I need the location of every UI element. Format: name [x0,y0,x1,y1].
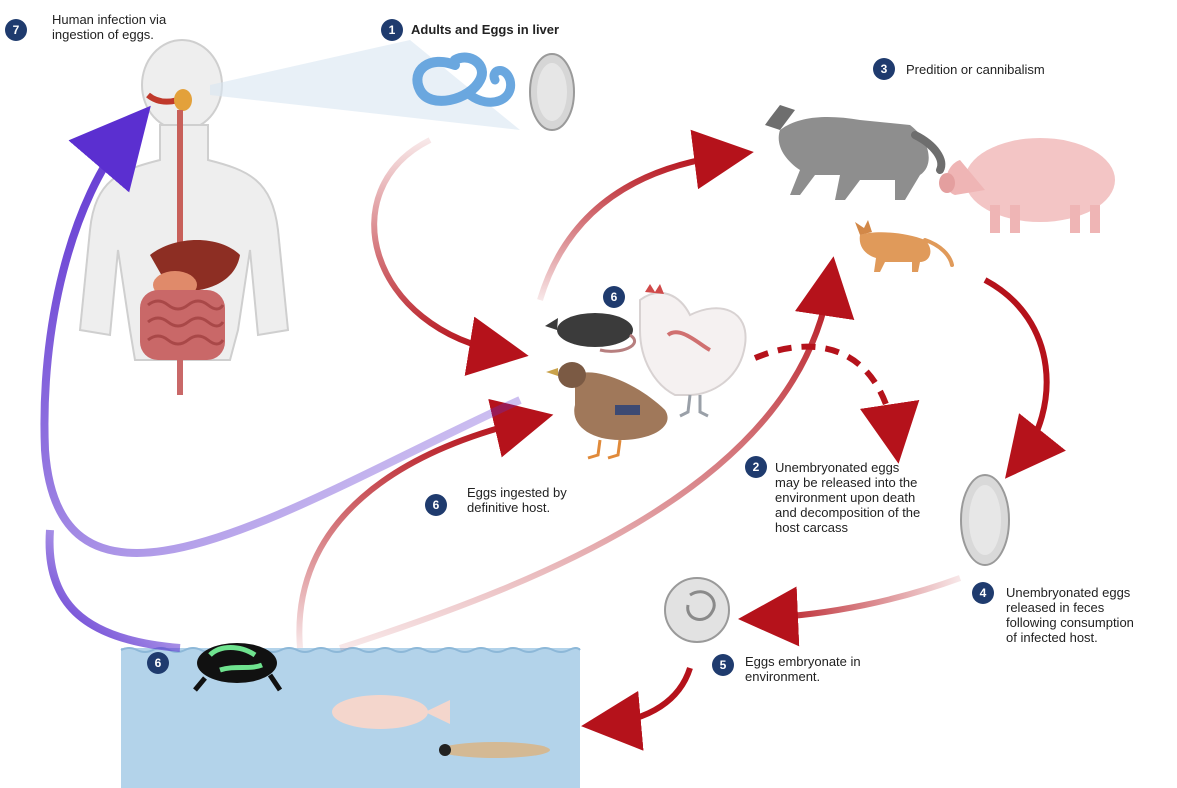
step-5-label: Eggs embryonate in environment. [745,654,893,684]
step-badge-4: 4 [972,582,994,604]
step-2-line5: host carcass [775,520,951,535]
step-6-label: Eggs ingested by definitive host. [467,485,613,515]
rat-icon [545,313,635,351]
step-badge-2: 2 [745,456,767,478]
step-6-line1: Eggs ingested by [467,485,613,500]
arrow-predators-to-egg [985,280,1047,460]
arrow-embryonated-to-water [605,668,690,724]
step-2-line1: Unembryonated eggs [775,460,951,475]
arrow-hosts-to-predators [540,155,730,300]
arrow-dashed-carcass [755,347,895,440]
step-4-label: Unembryonated eggs released in feces fol… [1006,585,1172,645]
step-3-label: Predition or cannibalism [906,62,1045,77]
duck-icon [546,362,668,458]
step-badge-6-water: 6 [147,652,169,674]
step-7-line1: Human infection via [52,12,212,27]
pig-icon [939,138,1115,233]
step-1-label: Adults and Eggs in liver [411,22,559,37]
step-4-line3: following consumption [1006,615,1172,630]
step-badge-6-hosts: 6 [603,286,625,308]
step-badge-5: 5 [712,654,734,676]
step-7-line2: ingestion of eggs. [52,27,212,42]
step-2-line2: may be released into the [775,475,951,490]
step-badge-6-text: 6 [425,494,447,516]
step-4-line1: Unembryonated eggs [1006,585,1172,600]
step-2-line4: and decomposition of the [775,505,951,520]
embryonated-egg-icon [665,578,729,642]
chicken-icon [640,284,746,416]
step-7-label: Human infection via ingestion of eggs. [52,12,212,42]
arrow-egg-to-embryonated [762,578,960,618]
step-6-line2: definitive host. [467,500,613,515]
wolf-icon [765,105,941,200]
step-2-label: Unembryonated eggs may be released into … [775,460,951,535]
step-5-line1: Eggs embryonate in [745,654,893,669]
step-badge-7: 7 [5,19,27,41]
step-5-line2: environment. [745,669,893,684]
egg-icon-top [530,54,574,130]
step-badge-3: 3 [873,58,895,80]
egg-icon-right [961,475,1009,565]
step-4-line2: released in feces [1006,600,1172,615]
step-badge-1: 1 [381,19,403,41]
arrow-worm-to-hosts [374,140,505,352]
cat-icon [855,220,952,272]
step-4-line4: of infected host. [1006,630,1172,645]
step-2-line3: environment upon death [775,490,951,505]
